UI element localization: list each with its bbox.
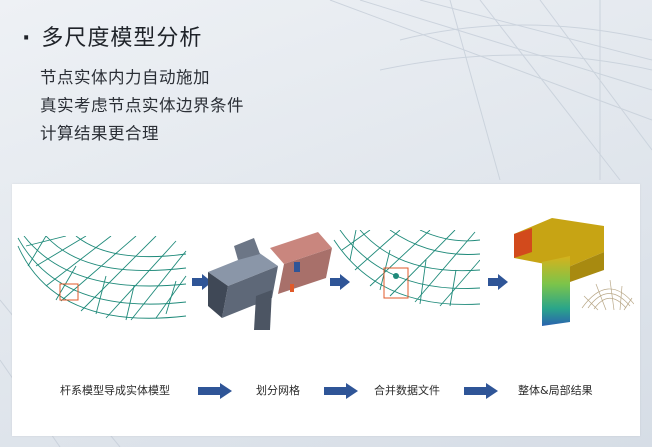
flow-arrow-icon	[330, 274, 350, 290]
slide-title: · 多尺度模型分析	[22, 20, 202, 52]
bullet-dot: ·	[22, 26, 32, 51]
flow-step-label: 杆系模型导成实体模型	[60, 384, 170, 397]
solid-joint-image	[208, 232, 332, 330]
bar-model-image	[17, 236, 187, 321]
merged-mesh-image	[333, 230, 480, 307]
flow-arrow-icon	[324, 383, 358, 399]
bullet-item: 计算结果更合理	[40, 124, 159, 143]
bullet-list: 节点实体内力自动施加 真实考虑节点实体边界条件 计算结果更合理	[40, 64, 244, 148]
result-contour-image	[514, 218, 634, 326]
flow-arrow-icon	[464, 383, 498, 399]
flow-arrow-icon	[488, 274, 508, 290]
slide-title-text: 多尺度模型分析	[41, 26, 203, 51]
flow-step-label: 整体&局部结果	[518, 384, 593, 397]
flow-arrow-icon	[198, 383, 232, 399]
flow-labels-row: 杆系模型导成实体模型 划分网格 合并数据文件 整体&局部结果	[12, 382, 640, 402]
bullet-item: 真实考虑节点实体边界条件	[40, 96, 244, 115]
workflow-panel: 杆系模型导成实体模型 划分网格 合并数据文件 整体&局部结果	[12, 184, 640, 436]
flow-arrow-icon	[192, 274, 212, 290]
bullet-item: 节点实体内力自动施加	[40, 68, 210, 87]
flow-step-label: 合并数据文件	[374, 384, 440, 397]
flow-step-label: 划分网格	[256, 384, 300, 397]
